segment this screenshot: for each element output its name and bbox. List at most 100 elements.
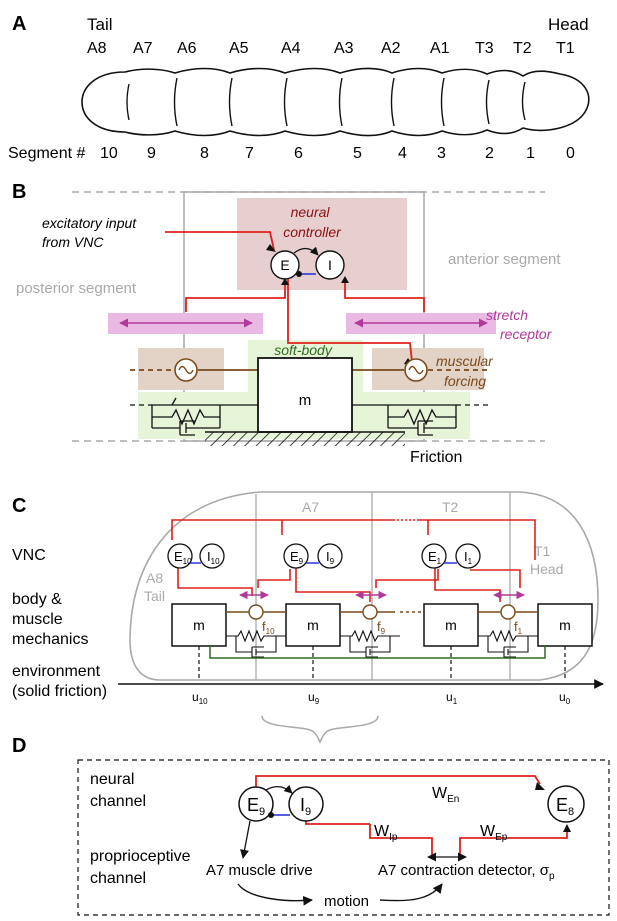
e-to-i-excitation	[293, 246, 319, 256]
mass-label: m	[559, 617, 571, 633]
panel-c: C A7 T2 A8 Tail T1 Head VNC body & muscl…	[12, 491, 604, 744]
env-line1: environment	[12, 663, 101, 680]
segment-name: A8	[87, 40, 107, 57]
neuron-i9-d-label: I9	[300, 795, 311, 818]
neuron-i	[315, 250, 345, 280]
body-outline	[129, 491, 599, 681]
spring-damper-left	[130, 397, 258, 436]
neuron-i10-label: I10	[207, 549, 220, 566]
env-line2: (solid friction)	[12, 683, 107, 700]
neural-controller-line1: neural	[291, 204, 331, 220]
segment-name: A3	[334, 40, 354, 57]
segment-number: 0	[566, 145, 575, 162]
neuron-i9-label: I9	[326, 549, 335, 566]
neuron-e9-d-label: E9	[247, 795, 265, 818]
neuron-e1	[421, 543, 447, 569]
neuron-i-label: I	[328, 257, 332, 273]
segment-number: 5	[353, 145, 362, 162]
force-f10: f10	[262, 619, 275, 636]
muscular-forcing-line2: forcing	[444, 373, 486, 389]
friction-green-line	[209, 646, 546, 659]
panel-b: B excitatory input from VNC neural contr…	[12, 181, 561, 466]
segment-number: 10	[100, 145, 118, 162]
we-n-arrowhead	[535, 782, 545, 790]
mass-label: m	[299, 392, 312, 409]
segment-number: 6	[294, 145, 303, 162]
stretch-to-i-arrowhead	[341, 276, 349, 283]
segment-number: 3	[437, 145, 446, 162]
neuron-e8-d	[547, 785, 585, 823]
segment-name: T3	[475, 40, 494, 57]
segment-name: T2	[513, 40, 532, 57]
neuron-e8-d-label: E8	[556, 795, 574, 818]
neuron-e9	[283, 543, 309, 569]
larva-body	[81, 67, 590, 137]
panel-c-label: C	[12, 495, 26, 517]
motion-label: motion	[324, 893, 369, 910]
muscle-actuator	[248, 604, 264, 620]
contraction-detector-label: A7 contraction detector, σp	[378, 862, 555, 882]
segment-number: 8	[200, 145, 209, 162]
mass-label: m	[445, 617, 457, 633]
segment-number: 4	[398, 145, 407, 162]
neuron-i9	[317, 543, 343, 569]
neuron-pair-10: E10 I10	[167, 543, 225, 569]
neuron-i1-label: I1	[464, 549, 473, 566]
motion-arrow-out	[379, 883, 443, 902]
panel-d-frame	[77, 759, 610, 916]
c-springs	[226, 629, 538, 658]
mass-block	[257, 357, 353, 433]
c-actuators	[248, 604, 516, 620]
panel-b-red-wiring	[165, 231, 425, 363]
tail-line: Tail	[144, 588, 165, 604]
spring-damper-right	[352, 404, 490, 436]
segment-number: 9	[147, 145, 156, 162]
displacement-u0: u0	[559, 690, 571, 706]
weight-ip: WIp	[374, 823, 398, 843]
weight-en: WEn	[432, 785, 459, 805]
neuron-e10-label: E10	[174, 549, 192, 566]
neuron-i10	[199, 543, 225, 569]
a8-tail-label: A8 Tail	[144, 570, 167, 604]
actuator-wave-right	[408, 365, 424, 375]
ground-hatch	[205, 432, 405, 446]
body-mechanics-label: body & muscle mechanics	[12, 591, 88, 648]
excitatory-input-line1: excitatory input	[42, 215, 137, 231]
force-f1: f1	[514, 619, 523, 636]
segment-number-row: 10 9 8 7 6 5 4 3 2 1 0	[100, 145, 575, 162]
segment-number: 1	[526, 145, 535, 162]
ep-arrowhead	[563, 824, 571, 832]
neuron-i1	[455, 543, 481, 569]
mass-block	[537, 603, 593, 647]
motion-arrow-in	[237, 883, 313, 906]
stretch-to-e-arrowhead	[281, 278, 289, 285]
friction-label: Friction	[410, 449, 462, 466]
segment-row-label: Segment #	[8, 145, 85, 162]
posterior-segment-label: posterior segment	[16, 280, 137, 297]
a8-line: A8	[146, 570, 163, 586]
neural-channel-line1: neural	[90, 771, 134, 788]
neural-channel-line2: channel	[90, 793, 146, 810]
muscle-bg-right	[372, 348, 484, 390]
muscle-drive-label: A7 muscle drive	[206, 862, 313, 879]
segment-name-row: A8 A7 A6 A5 A4 A3 A2 A1 T3 T2 T1	[87, 40, 575, 57]
segment-number: 2	[485, 145, 494, 162]
neuron-e9-d	[238, 786, 274, 822]
muscular-forcing-line1: muscular	[436, 353, 494, 369]
environment-label: environment (solid friction)	[12, 663, 107, 700]
e9-excites-i9	[265, 784, 293, 794]
panel-d-label: D	[12, 735, 26, 757]
muscular-forcing-label: muscular forcing	[436, 353, 497, 389]
panel-b-label: B	[12, 181, 26, 203]
displacement-markers	[198, 646, 566, 680]
displacement-u9: u9	[308, 690, 320, 706]
body-line3: mechanics	[12, 631, 88, 648]
body-line2: muscle	[12, 611, 63, 628]
tail-label: Tail	[87, 15, 113, 34]
neural-channel-label: neural channel	[90, 771, 146, 810]
displacement-u10: u10	[192, 690, 208, 706]
curly-brace	[261, 715, 379, 744]
segment-name: T1	[556, 40, 575, 57]
stretch-receptor-label: stretch receptor	[486, 307, 553, 342]
neuron-e-label: E	[280, 257, 289, 273]
